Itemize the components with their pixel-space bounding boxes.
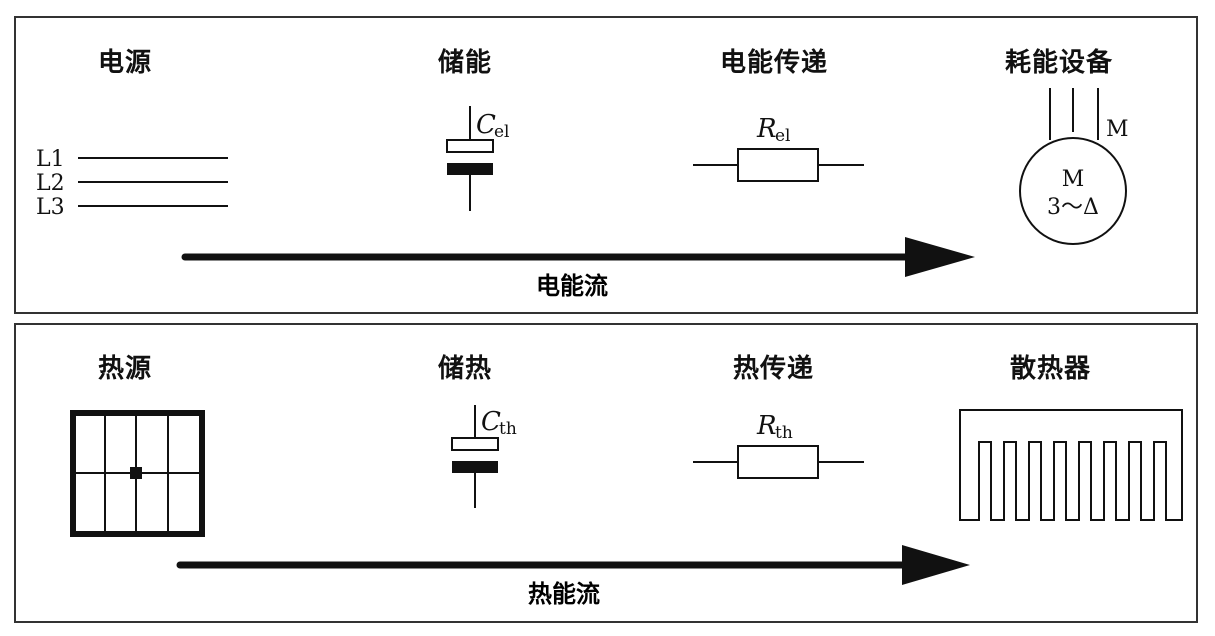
heat-source-symbol: [70, 410, 205, 537]
thermal-capacitor-symbol: [451, 405, 499, 508]
heat-sink-symbol: [959, 409, 1183, 521]
electric-panel: [14, 16, 1198, 314]
thermal-capacitor-symbol-letter: C: [481, 407, 501, 437]
motor-lead-label: M: [1106, 117, 1129, 142]
three-phase-lines: [78, 157, 228, 207]
heading-energy-storage: 储能: [438, 48, 493, 78]
motor-type: 3～Δ: [1047, 195, 1099, 220]
label-L1: L1: [36, 147, 65, 172]
thermal-resistor-symbol: [693, 445, 864, 479]
electric-flow-label: 电能流: [536, 272, 608, 300]
electric-capacitor-subscript: el: [494, 122, 510, 142]
thermal-capacitor-subscript: th: [499, 419, 517, 439]
heading-heat-sink: 散热器: [1010, 354, 1092, 384]
heading-energy-consumer: 耗能设备: [1005, 48, 1114, 78]
motor-name: M: [1062, 167, 1085, 192]
thermal-resistor-subscript: th: [775, 423, 793, 443]
electric-resistor-subscript: el: [775, 126, 791, 146]
electric-resistor-symbol-letter: R: [756, 114, 777, 144]
thermal-panel: [14, 323, 1198, 623]
electric-capacitor-symbol: [446, 106, 494, 211]
electric-flow-arrow: [181, 237, 975, 277]
label-L2: L2: [36, 171, 65, 196]
electric-capacitor-symbol-letter: C: [476, 110, 496, 140]
heading-heat-storage: 储热: [438, 354, 493, 384]
thermal-flow-arrow: [176, 545, 970, 585]
label-L3: L3: [36, 195, 65, 220]
heading-heat-source: 热源: [98, 354, 153, 384]
electric-resistor-symbol: [693, 148, 864, 182]
heading-power-source: 电源: [98, 48, 153, 78]
heading-energy-transfer: 电能传递: [720, 48, 829, 78]
thermal-resistor-symbol-letter: R: [756, 411, 777, 441]
thermal-flow-label: 热能流: [528, 580, 600, 608]
heading-heat-transfer: 热传递: [733, 354, 815, 384]
motor-symbol: [1019, 88, 1127, 245]
